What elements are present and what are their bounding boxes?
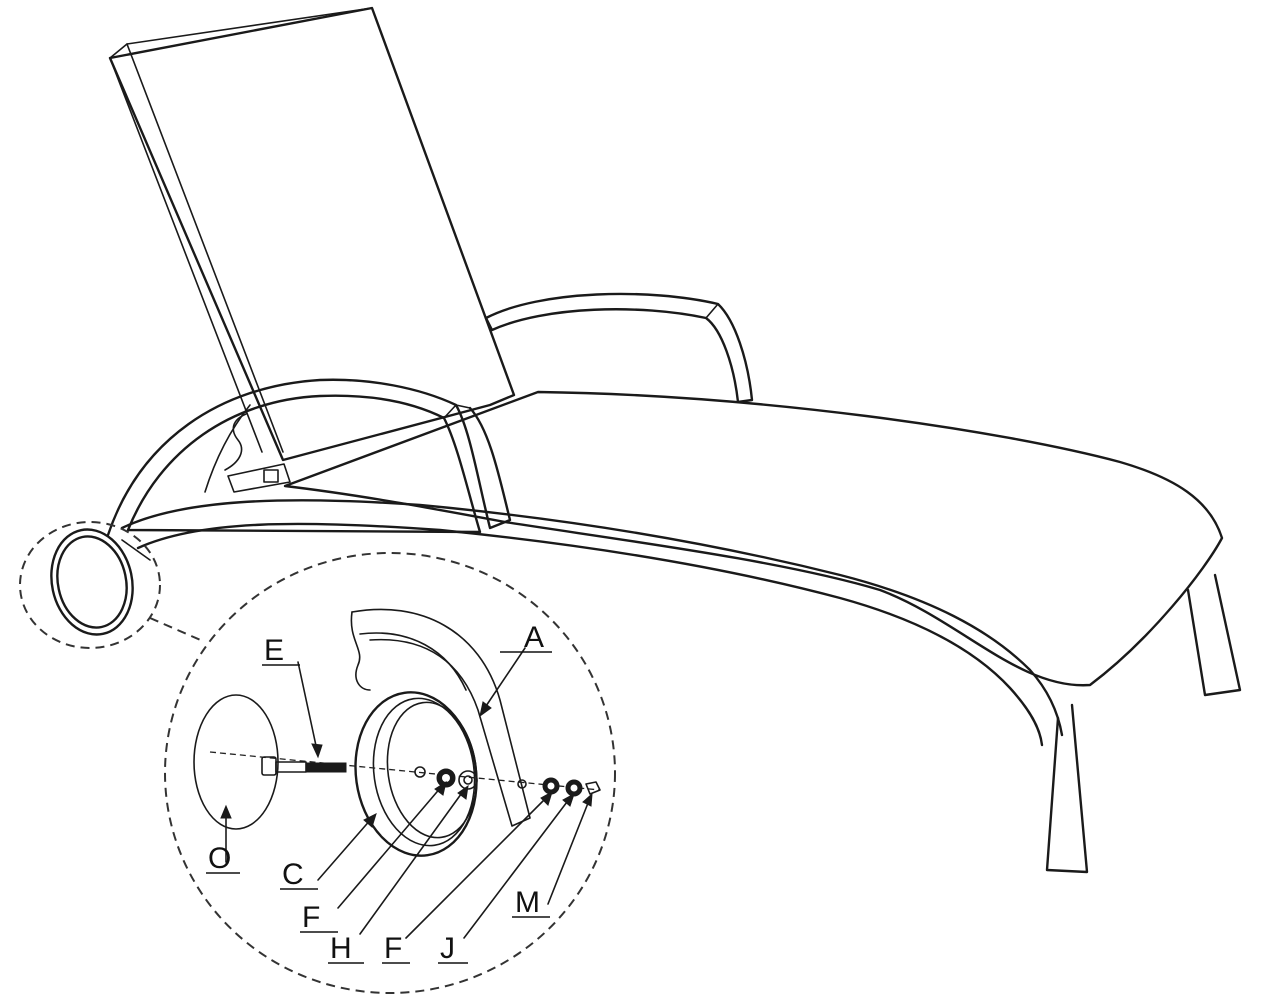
- part-labels: A E O C F H F J M: [206, 621, 552, 965]
- label-o: O: [208, 842, 231, 875]
- rear-armrest: [484, 292, 754, 404]
- label-m: M: [515, 886, 540, 919]
- backrest: [108, 6, 516, 462]
- assembly-axis: [209, 751, 601, 791]
- wheel-on-chaise: [50, 528, 151, 636]
- bolt-e: [261, 756, 347, 776]
- label-a: A: [524, 621, 544, 654]
- chaise-lounge-drawing: [19, 6, 1242, 874]
- recline-mechanism: [204, 404, 291, 493]
- detail-circle: [164, 552, 616, 994]
- label-j: J: [440, 932, 455, 965]
- side-frame-rail: [120, 499, 1064, 747]
- seat-cushion: [283, 390, 1224, 687]
- frame-end-a: [350, 608, 531, 827]
- label-c: C: [282, 858, 304, 891]
- label-h: H: [330, 932, 352, 965]
- front-armrest: [106, 378, 512, 537]
- wheel-detail-marker: [19, 521, 161, 649]
- label-e: E: [264, 634, 284, 667]
- label-f-second: F: [384, 932, 402, 965]
- wheel-assembly-detail: A E O C F H F J M: [164, 552, 616, 994]
- detail-leader-line: [149, 617, 206, 643]
- leader-lines: [220, 647, 593, 939]
- wheel-cap-o: [193, 694, 279, 830]
- legs: [1045, 573, 1242, 874]
- wheel-c: [354, 691, 478, 857]
- label-f-first: F: [302, 901, 320, 934]
